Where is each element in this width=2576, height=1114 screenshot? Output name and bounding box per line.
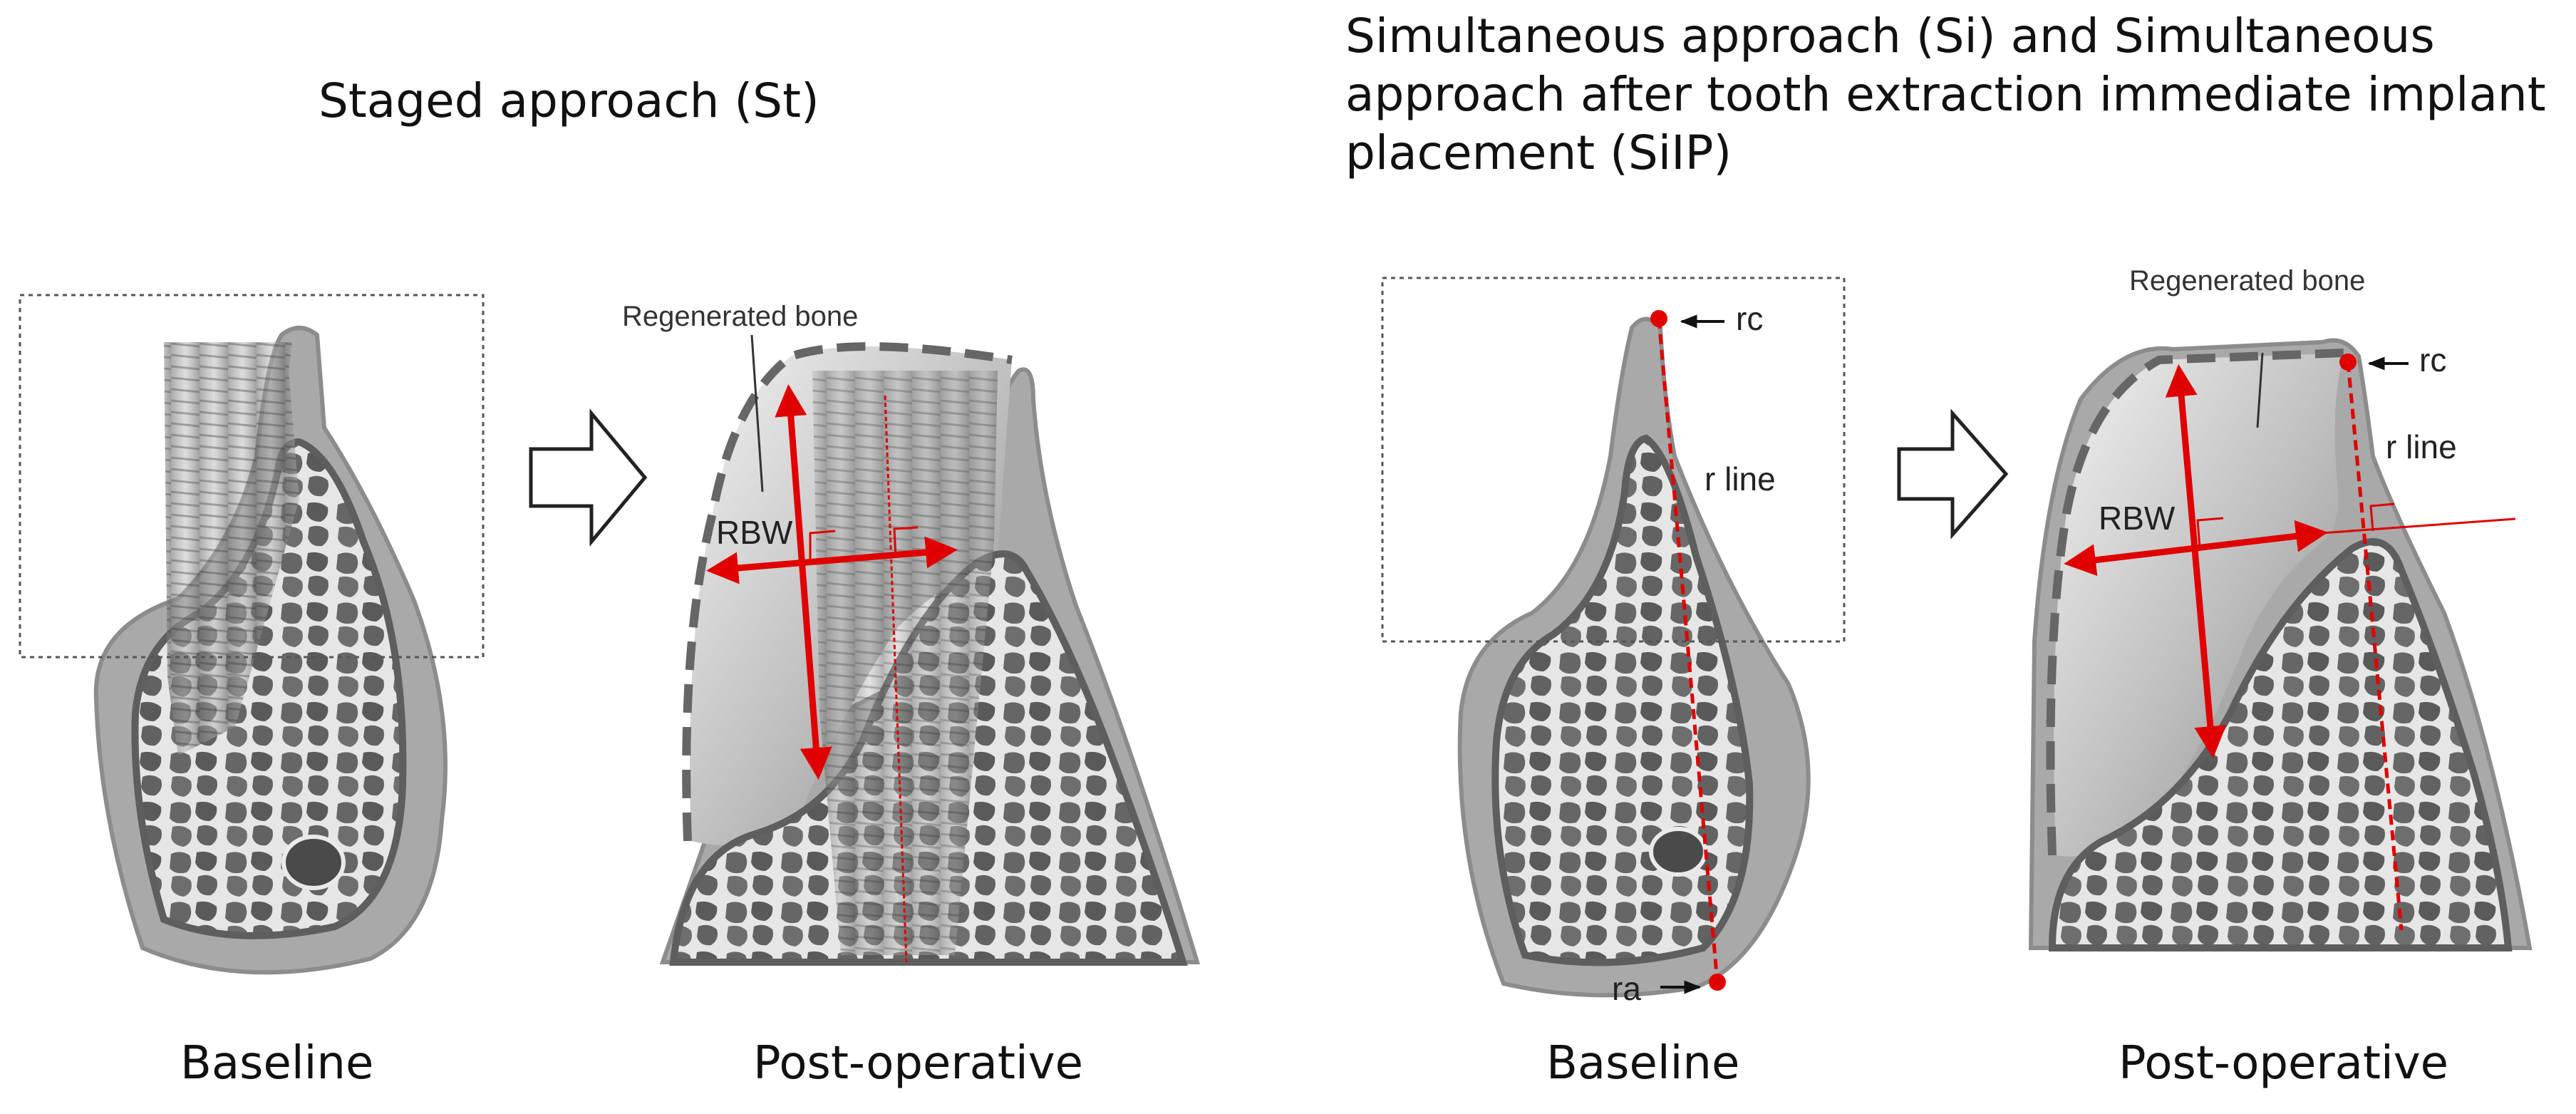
implant [812, 371, 998, 955]
cancellous-bone [131, 438, 407, 939]
st-baseline-caption: Baseline [180, 1037, 374, 1090]
ra-label: ra [1612, 970, 1641, 1007]
right-angle-mark [2369, 502, 2395, 532]
left-panel-title: Staged approach (St) [319, 73, 819, 128]
leader-line [2256, 352, 2264, 428]
si-postop-caption: Post-operative [2119, 1037, 2448, 1090]
ra-point [1709, 974, 1726, 991]
region-of-interest-box [1381, 277, 1846, 643]
rc-label: rc [1736, 300, 1764, 337]
si-postop-figure [2028, 338, 2533, 951]
st-baseline-figure [19, 294, 485, 975]
rbw-label: RBW [2099, 500, 2176, 537]
implant-ghost [164, 342, 299, 755]
r-line [1657, 318, 1719, 983]
si-baseline-caption: Baseline [1546, 1037, 1740, 1090]
region-of-interest-box [19, 294, 485, 659]
regenerated-bone-label: Regenerated bone [2129, 265, 2366, 296]
st-postop-caption: Post-operative [753, 1037, 1083, 1090]
implant-axis [884, 395, 908, 963]
transition-arrow-icon [1897, 408, 2009, 540]
r-line-label: r line [1705, 460, 1776, 497]
height-arrow [2165, 364, 2227, 758]
right-angle-mark [809, 530, 836, 562]
right-panel-title: Simultaneous approach (Si) and Simultane… [1345, 9, 2546, 180]
rc-label: rc [2419, 341, 2447, 378]
rbw-label: RBW [716, 514, 793, 551]
cancellous-bone [1491, 434, 1754, 966]
right-angle-mark [893, 526, 919, 558]
right-angle-mark [2196, 517, 2224, 548]
rbw-extension-line [2321, 517, 2516, 535]
r-line-label: r line [2386, 428, 2457, 465]
st-postop-figure [659, 334, 1201, 966]
mandibular-canal [1649, 827, 1707, 877]
rc-point [1650, 310, 1667, 327]
regenerated-bone-contour [2046, 349, 2345, 856]
transition-arrow-icon [529, 408, 648, 547]
regenerated-bone-label: Regenerated bone [622, 301, 859, 332]
si-baseline-figure [1381, 277, 1846, 998]
mandibular-canal [281, 835, 346, 890]
height-arrow [775, 384, 832, 780]
rc-point [2339, 354, 2357, 371]
leader-line [750, 334, 764, 492]
r-line [2346, 361, 2404, 931]
regenerated-bone-contour [682, 342, 1013, 842]
